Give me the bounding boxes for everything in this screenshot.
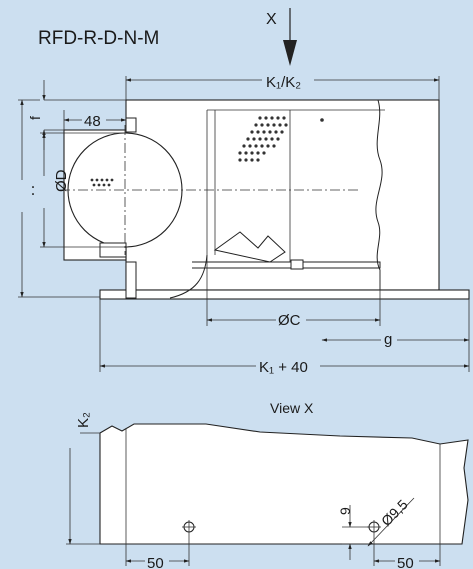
label-f: f: [27, 116, 43, 120]
view-x-50-right: 50: [397, 555, 414, 569]
view-arrow: X: [266, 8, 297, 66]
label-oc: ØC: [278, 312, 301, 329]
dimensions-view-x: K₂ 9 Ø9,5 50 50: [60, 412, 441, 569]
perforation: [238, 116, 324, 162]
view-x-9: 9: [337, 507, 353, 515]
dimensions-main: K₁/K₂ f 48 H₆ ØD ØC g: [12, 70, 470, 376]
view-x-body: [99, 423, 469, 545]
view-x-50-left: 50: [147, 555, 164, 569]
drawing-title: RFD-R-D-N-M: [38, 28, 159, 49]
label-od: ØD: [53, 169, 70, 192]
label-48: 48: [84, 113, 101, 130]
label-k1-plus-40: K₁ + 40: [259, 359, 308, 376]
view-x-k2: K₂: [75, 412, 92, 428]
damper-body: [60, 99, 470, 300]
view-arrow-label: X: [266, 11, 277, 28]
view-x-title: View X: [270, 400, 314, 416]
label-k1-k2: K₁/K₂: [266, 74, 301, 91]
label-g: g: [384, 331, 392, 348]
